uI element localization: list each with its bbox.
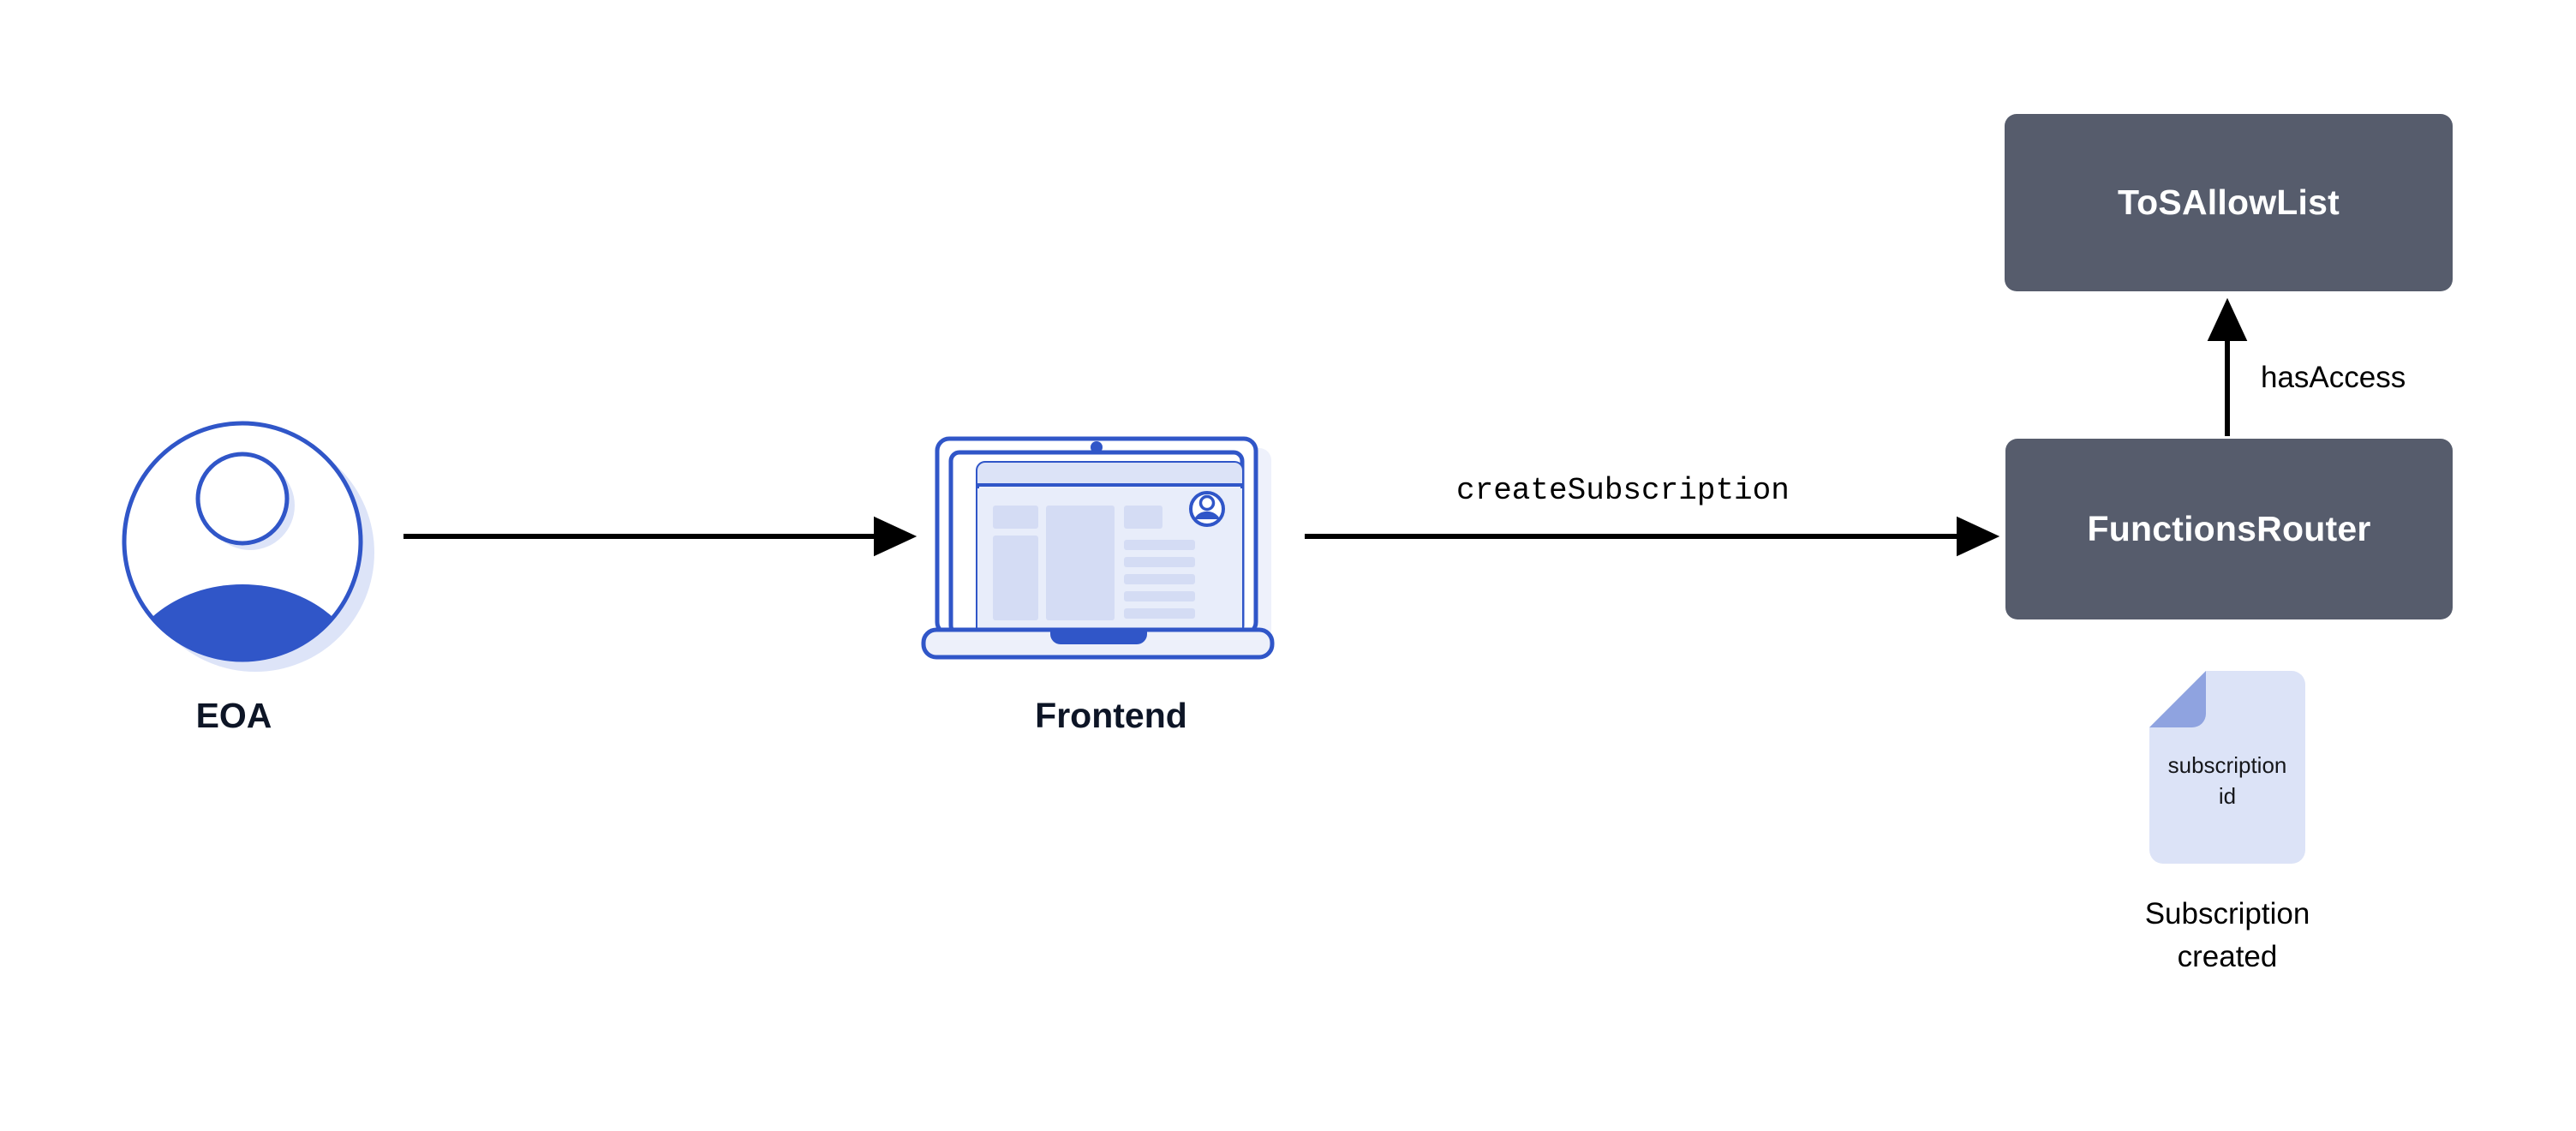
node-tos-allowlist[interactable]: ToSAllowList	[2005, 114, 2453, 291]
caption-eoa: EOA	[195, 696, 272, 735]
caption-subscription-created: Subscription created	[2090, 893, 2364, 978]
caption-frontend: Frontend	[1035, 696, 1187, 735]
node-functions-router[interactable]: FunctionsRouter	[2005, 439, 2453, 619]
caption-subscription-created-line-2: created	[2177, 940, 2278, 973]
user-avatar-icon	[122, 421, 374, 672]
node-tos-allowlist-label: ToSAllowList	[2117, 183, 2340, 222]
document-icon	[2149, 671, 2305, 864]
laptop-icon	[921, 436, 1275, 660]
edge-label-create-subscription: createSubscription	[1456, 473, 1790, 508]
node-functions-router-label: FunctionsRouter	[2087, 509, 2371, 548]
document-inner-text: subscription id	[2149, 750, 2305, 811]
document-inner-line-2: id	[2218, 783, 2237, 809]
document-inner-line-1: subscription	[2167, 752, 2287, 778]
caption-subscription-created-line-1: Subscription	[2144, 897, 2310, 931]
edge-label-has-access: hasAccess	[2261, 361, 2406, 394]
